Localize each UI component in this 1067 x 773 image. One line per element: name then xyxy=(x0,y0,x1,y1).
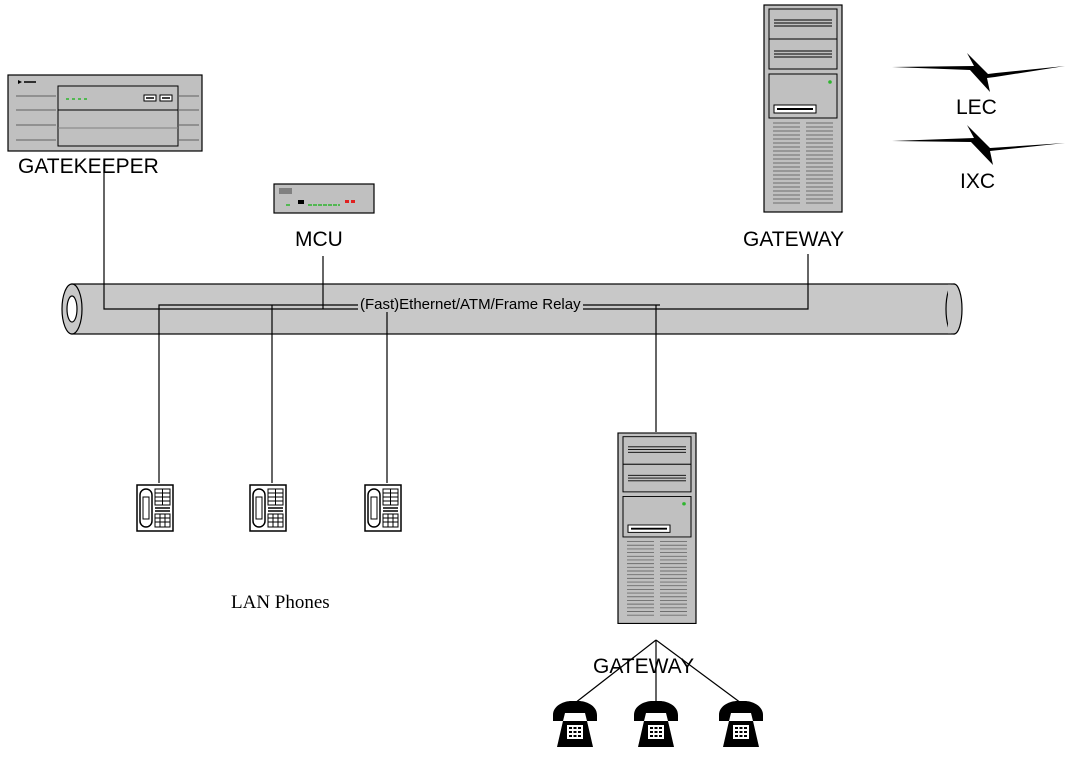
mcu-label: MCU xyxy=(295,228,343,251)
gateway-top-server-icon xyxy=(763,4,843,213)
lan-phone-icon xyxy=(249,484,287,532)
lan-phones-label: LAN Phones xyxy=(231,592,330,613)
ixc-label: IXC xyxy=(960,170,996,193)
ixc-trunk-icon xyxy=(892,125,1065,165)
telephone-icon xyxy=(553,701,597,747)
gatekeeper-server-icon xyxy=(7,74,203,152)
mcu-appliance-icon xyxy=(273,183,375,214)
lec-label: LEC xyxy=(956,96,997,119)
gateway-top-label: GATEWAY xyxy=(743,228,845,251)
gateway-bottom-label: GATEWAY xyxy=(593,655,695,678)
gatekeeper-label: GATEKEEPER xyxy=(18,155,159,178)
lec-trunk-icon xyxy=(892,53,1065,92)
telephone-icon xyxy=(634,701,678,747)
lan-phone-icon xyxy=(364,484,402,532)
telephone-icon xyxy=(719,701,763,747)
gateway-bottom-server-icon xyxy=(617,432,697,625)
lan-phone-icon xyxy=(136,484,174,532)
connection-lines xyxy=(103,160,809,704)
bus-label: (Fast)Ethernet/ATM/Frame Relay xyxy=(358,296,583,313)
